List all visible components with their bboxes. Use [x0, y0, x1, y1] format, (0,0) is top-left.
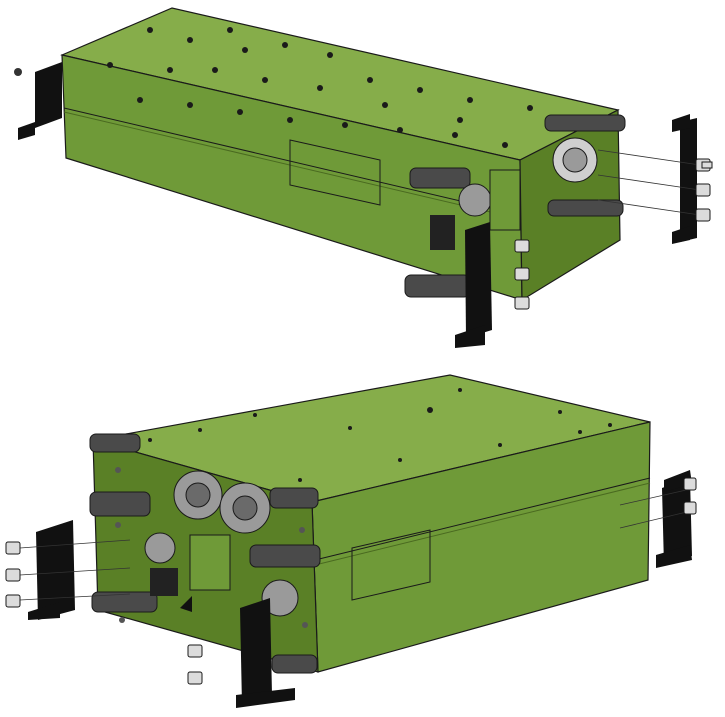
screw-icon — [5, 541, 21, 555]
lower-chassis-screws — [115, 467, 308, 628]
screw-icon — [187, 671, 203, 685]
connector-icon — [458, 183, 492, 217]
upper-connectors — [430, 137, 598, 250]
upper-screws — [514, 158, 713, 310]
lower-left-bracket — [28, 520, 75, 620]
screw-icon — [695, 208, 711, 222]
screw-icon — [695, 183, 711, 197]
lower-right-bracket — [656, 470, 692, 568]
lower-side-panel — [351, 529, 431, 601]
upper-top-holes — [107, 27, 563, 148]
screw-icon — [5, 568, 21, 582]
upper-right-bracket — [672, 114, 697, 244]
screw-icon — [683, 501, 697, 515]
screw-icon — [5, 594, 21, 608]
lower-screws — [5, 477, 697, 685]
screw-icon — [695, 158, 713, 172]
connector-icon — [144, 532, 176, 564]
upper-guide-lines — [597, 149, 701, 216]
screw-icon — [187, 644, 203, 658]
lower-view — [5, 374, 697, 708]
screw-icon — [14, 68, 22, 76]
screw-icon — [514, 267, 530, 281]
upper-left-bracket — [14, 62, 62, 140]
upper-side-panel — [289, 139, 381, 206]
lower-connectors — [144, 470, 299, 617]
lower-front-bracket — [236, 598, 295, 708]
lower-top-holes — [148, 388, 612, 482]
connector-icon — [261, 579, 299, 617]
lower-guide-lines — [19, 487, 696, 601]
screw-icon — [514, 239, 530, 253]
screw-icon — [514, 296, 530, 310]
upper-view — [14, 7, 713, 348]
upper-front-bracket — [455, 222, 492, 348]
lower-handles — [89, 433, 321, 674]
upper-handles — [404, 114, 626, 298]
screw-icon — [683, 477, 697, 491]
